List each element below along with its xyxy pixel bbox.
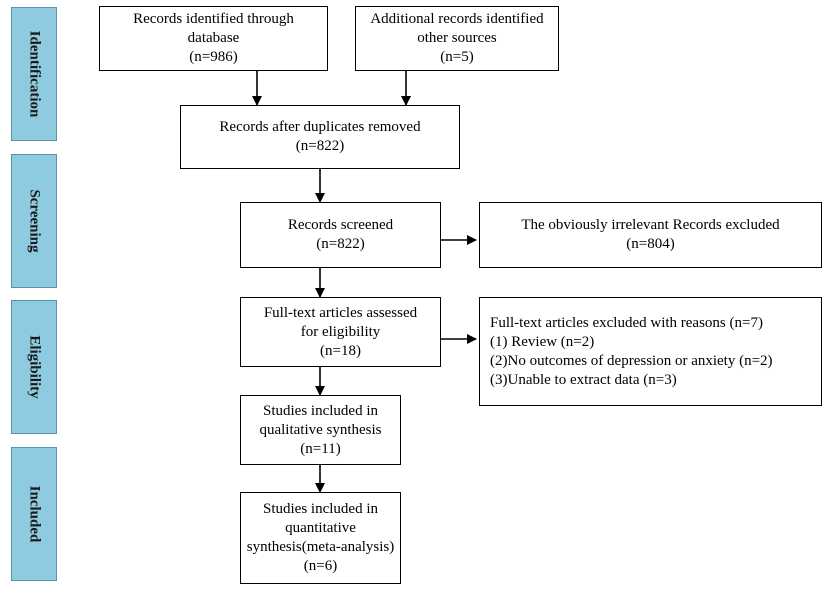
quantitative-synthesis-count: (n=6) <box>303 558 338 574</box>
duplicates-removed-line-1: Records after duplicates removed <box>219 119 421 135</box>
additional-records-count: (n=5) <box>440 49 474 65</box>
stage-included: Included <box>11 447 57 581</box>
records-screened-box: Records screened (n=822) <box>240 202 441 268</box>
qualitative-synthesis-count: (n=11) <box>300 440 341 457</box>
stage-identification: Identification <box>11 7 57 141</box>
fulltext-excluded-reason-2: (2)No outcomes of depression or anxiety … <box>490 352 773 369</box>
quantitative-synthesis-box: Studies included in quantitative synthes… <box>240 492 401 584</box>
additional-records-line-2: other sources <box>417 30 497 46</box>
additional-records-box: Additional records identified other sour… <box>355 6 559 71</box>
records-database-line-1: Records identified through <box>133 11 294 27</box>
duplicates-removed-count: (n=822) <box>295 138 345 154</box>
quantitative-synthesis-line-1: Studies included in <box>263 501 378 517</box>
irrelevant-excluded-line-1: The obviously irrelevant Records exclude… <box>521 217 780 233</box>
fulltext-assessed-line-2: for eligibility <box>300 323 381 340</box>
fulltext-excluded-box: Full-text articles excluded with reasons… <box>479 297 822 406</box>
stage-screening: Screening <box>11 154 57 288</box>
irrelevant-excluded-count: (n=804) <box>626 236 675 252</box>
quantitative-synthesis-line-2: quantitative <box>285 520 356 536</box>
records-database-line-2: database <box>187 30 240 46</box>
qualitative-synthesis-box: Studies included in qualitative synthesi… <box>240 395 401 465</box>
records-screened-count: (n=822) <box>316 236 365 252</box>
fulltext-assessed-count: (n=18) <box>320 342 361 359</box>
records-database-box: Records identified through database (n=9… <box>99 6 328 71</box>
qualitative-synthesis-line-2: qualitative synthesis <box>259 421 382 438</box>
quantitative-synthesis-line-3: synthesis(meta-analysis) <box>246 539 395 555</box>
duplicates-removed-box: Records after duplicates removed (n=822) <box>180 105 460 169</box>
additional-records-line-1: Additional records identified <box>370 11 544 27</box>
fulltext-excluded-heading: Full-text articles excluded with reasons… <box>490 314 763 331</box>
qualitative-synthesis-line-1: Studies included in <box>263 402 378 419</box>
fulltext-excluded-reason-3: (3)Unable to extract data (n=3) <box>490 371 677 388</box>
stage-eligibility: Eligibility <box>11 300 57 434</box>
records-database-count: (n=986) <box>189 49 238 65</box>
irrelevant-excluded-box: The obviously irrelevant Records exclude… <box>479 202 822 268</box>
records-screened-line-1: Records screened <box>287 217 394 233</box>
fulltext-assessed-line-1: Full-text articles assessed <box>263 304 418 321</box>
fulltext-assessed-box: Full-text articles assessed for eligibil… <box>240 297 441 367</box>
fulltext-excluded-reason-1: (1) Review (n=2) <box>490 333 595 350</box>
